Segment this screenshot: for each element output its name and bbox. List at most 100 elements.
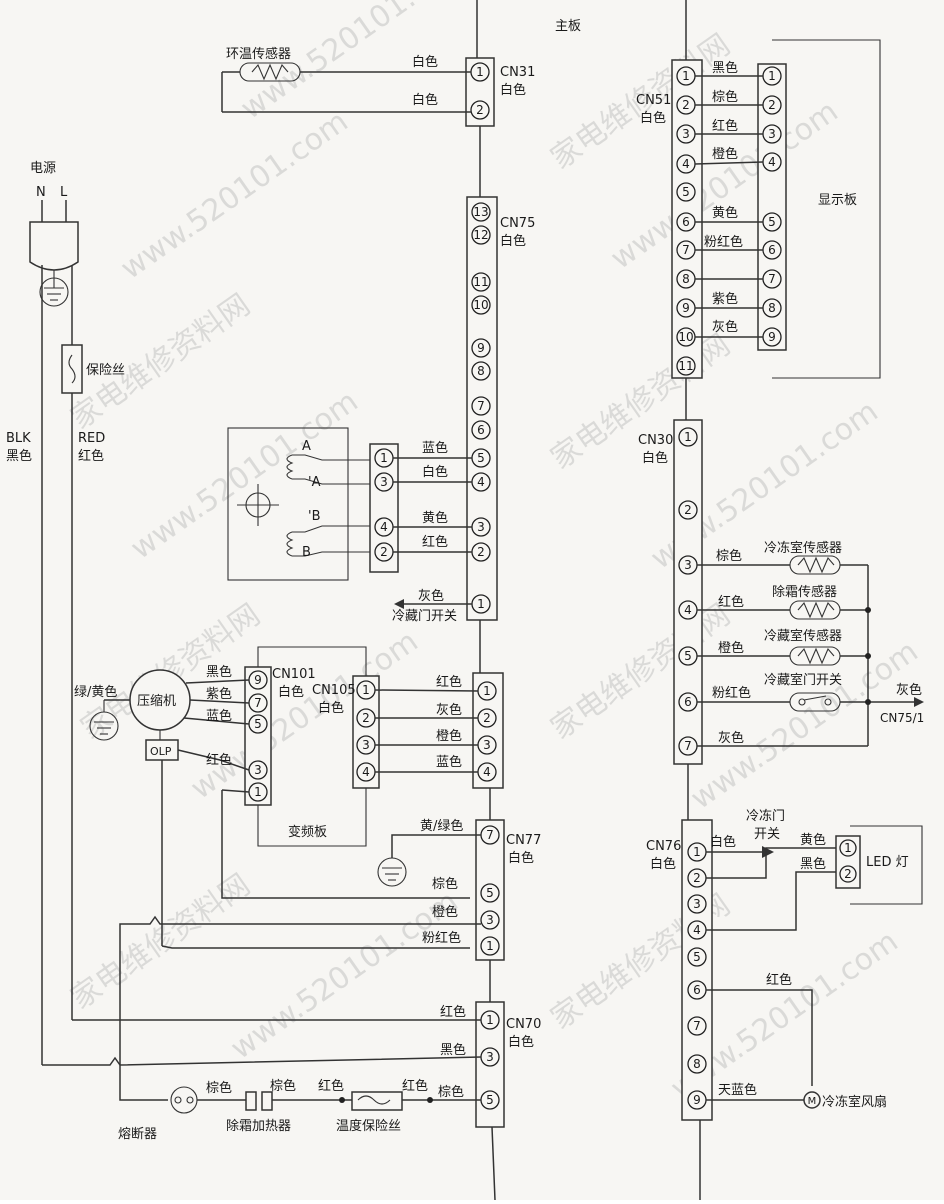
- cn76-wire-skyblue: 天蓝色: [718, 1082, 757, 1098]
- cn70-wire-black: 黑色: [440, 1042, 466, 1058]
- cn75-color: 白色: [500, 233, 526, 249]
- bottom-wire-brown-2: 棕色: [270, 1078, 296, 1094]
- cn31-wire-1: 白色: [412, 54, 438, 70]
- svg-text:2: 2: [380, 545, 388, 559]
- power-red: RED: [78, 431, 105, 446]
- cn101-wire-red: 红色: [206, 752, 232, 768]
- freezer-sensor-label: 冷冻室传感器: [764, 540, 842, 556]
- svg-text:1: 1: [682, 69, 690, 83]
- freezer-door-label: 冷冻门: [746, 808, 785, 824]
- svg-text:1: 1: [380, 451, 388, 465]
- cn30-wire-grey: 灰色: [718, 730, 744, 746]
- svg-text:9: 9: [768, 330, 776, 344]
- svg-text:12: 12: [473, 228, 488, 242]
- svg-text:1: 1: [476, 65, 484, 79]
- svg-text:1: 1: [684, 430, 692, 444]
- svg-text:5: 5: [486, 886, 494, 900]
- svg-text:13: 13: [473, 205, 488, 219]
- cn77-wire-yellowgreen: 黄/绿色: [420, 818, 463, 834]
- fridge-sensor-label: 冷藏室传感器: [764, 628, 842, 644]
- cn105-wire-blue: 蓝色: [436, 754, 462, 770]
- ground-label: 绿/黄色: [74, 684, 117, 700]
- svg-text:3: 3: [477, 520, 485, 534]
- svg-text:5: 5: [477, 451, 485, 465]
- led-label: LED 灯: [866, 855, 909, 870]
- fan-motor-symbol: M: [808, 1096, 817, 1107]
- temp-fuse-label: 温度保险丝: [336, 1118, 401, 1134]
- cn31-color: 白色: [500, 82, 526, 98]
- cn30-out-grey: 灰色: [896, 682, 922, 698]
- svg-text:1: 1: [693, 845, 701, 859]
- motor-a: A: [302, 439, 311, 454]
- svg-text:4: 4: [682, 157, 690, 171]
- svg-text:2: 2: [768, 98, 776, 112]
- cn30-wire-orange: 橙色: [718, 640, 744, 656]
- cn51-name: CN51: [636, 93, 671, 108]
- svg-text:4: 4: [362, 765, 370, 779]
- power-l: L: [60, 185, 68, 200]
- power-supply: 电源 N L 保险丝 BLK 黑色 RED 红色: [6, 161, 125, 1065]
- svg-text:3: 3: [254, 763, 262, 777]
- cn51-wire-orange: 橙色: [712, 146, 738, 162]
- cn77-wire-orange: 橙色: [432, 904, 458, 920]
- cn101-wire-blue: 蓝色: [206, 708, 232, 724]
- compressor-section: 压缩机 OLP 绿/黄色 9 7 5 3 1 黑色 紫色 蓝色 红色 CN101…: [74, 646, 470, 949]
- fridge-door-switch2-label: 冷藏室门开关: [764, 672, 842, 688]
- thermal-fuse-label: 熔断器: [118, 1127, 157, 1142]
- svg-text:2: 2: [684, 503, 692, 517]
- watermark: www.520101.com: [685, 634, 925, 817]
- svg-text:6: 6: [682, 215, 690, 229]
- cn75-wire-red: 红色: [422, 534, 448, 550]
- cn105-color: 白色: [318, 700, 344, 716]
- cn101-color: 白色: [278, 684, 304, 700]
- cn77-wire-pink: 粉红色: [422, 930, 461, 946]
- svg-text:6: 6: [477, 423, 485, 437]
- svg-text:9: 9: [477, 341, 485, 355]
- svg-text:4: 4: [684, 603, 692, 617]
- cn30-name: CN30: [638, 433, 673, 448]
- cn75-1-ref: CN75/1: [880, 711, 924, 725]
- svg-text:5: 5: [693, 950, 701, 964]
- cn76-connector: 1 2 3 4 5 6 7 8 9 CN76 白色 白色 冷冻门 开关 黄色 黑…: [646, 808, 923, 1121]
- fridge-door-switch-label: 冷藏门开关: [392, 609, 457, 624]
- cn70-wire-brown: 棕色: [438, 1084, 464, 1100]
- cn70-color: 白色: [508, 1034, 534, 1050]
- cn75-wire-white: 白色: [422, 464, 448, 480]
- cn76-wire-white: 白色: [710, 834, 736, 850]
- cn51-wire-pink: 粉红色: [704, 234, 743, 250]
- power-red-cn: 红色: [78, 448, 104, 464]
- cn101-wire-black: 黑色: [206, 664, 232, 680]
- svg-text:2: 2: [693, 871, 701, 885]
- cn101-wire-purple: 紫色: [206, 686, 232, 702]
- cn75-connector: 13 12 11 10 9 8 7 6 5 4 3 2 1 CN75 白色: [466, 196, 535, 621]
- cn77-connector: 7 5 3 1 CN77 白色 黄/绿色 棕色 橙色 粉红色: [119, 818, 541, 1065]
- defrost-heater-label: 除霜加热器: [226, 1119, 291, 1134]
- watermark: www.520101.com: [225, 884, 465, 1067]
- damper-motor: A 'A 'B B 1 3 4 2 蓝色 白色 黄色 红色 灰色 冷藏门开关: [227, 427, 472, 624]
- svg-text:5: 5: [768, 215, 776, 229]
- olp-label: OLP: [150, 745, 172, 758]
- cn77-name: CN77: [506, 833, 541, 848]
- cn105-wire-red: 红色: [436, 674, 462, 690]
- cn30-connector: 1 2 3 4 5 6 7 CN30 白色 棕色 红色 橙色 粉红色 灰色: [638, 419, 924, 765]
- cn105-wire-grey: 灰色: [436, 702, 462, 718]
- svg-text:4: 4: [477, 475, 485, 489]
- cn77-wire-brown: 棕色: [432, 876, 458, 892]
- svg-text:10: 10: [678, 330, 693, 344]
- bottom-wire-red-1: 红色: [318, 1078, 344, 1094]
- cn75-wire-yellow: 黄色: [422, 510, 448, 526]
- cn105-name: CN105: [312, 683, 356, 698]
- main-board-label: 主板: [555, 19, 581, 34]
- bottom-wire-red-2: 红色: [402, 1078, 428, 1094]
- svg-text:1: 1: [362, 683, 370, 697]
- svg-text:3: 3: [682, 127, 690, 141]
- svg-text:8: 8: [682, 272, 690, 286]
- power-title: 电源: [30, 161, 56, 176]
- svg-text:5: 5: [254, 717, 262, 731]
- svg-text:7: 7: [254, 696, 262, 710]
- cn51-wire-brown: 棕色: [712, 89, 738, 105]
- svg-text:10: 10: [473, 298, 488, 312]
- motor-a2: 'A: [308, 475, 321, 490]
